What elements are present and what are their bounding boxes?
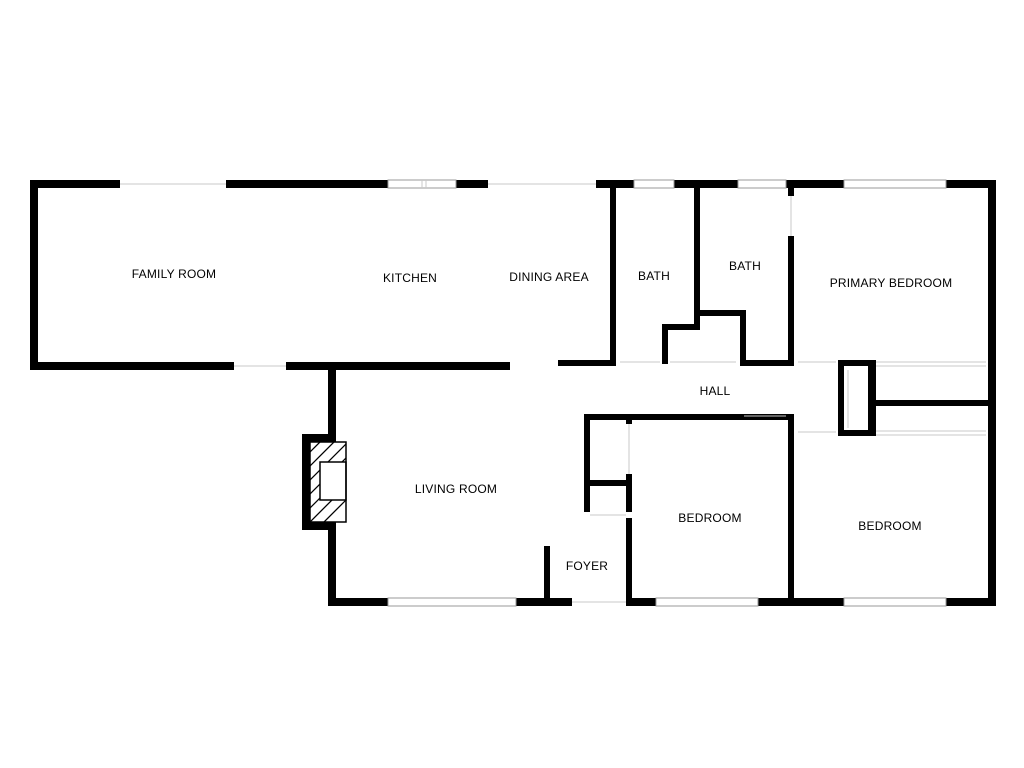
label-living-room: LIVING ROOM	[415, 482, 497, 496]
label-dining-area: DINING AREA	[509, 270, 589, 284]
bath-step-3	[662, 324, 700, 330]
window-living-bottom	[387, 597, 517, 607]
window-bedroom1-bottom	[655, 597, 759, 607]
label-kitchen: KITCHEN	[383, 271, 437, 285]
bedroom1-left-wall	[626, 414, 632, 606]
bath-partition	[694, 184, 700, 314]
window-bedroom2-bottom	[843, 597, 947, 607]
foyer-stub	[544, 546, 550, 606]
closet-wall-2	[838, 360, 844, 436]
label-bath-2: BATH	[729, 259, 761, 273]
label-hall: HALL	[700, 384, 731, 398]
bath-primary-wall	[788, 184, 794, 364]
bath-step-4	[662, 324, 668, 364]
closet-wall-3	[838, 430, 876, 436]
bath-step-1	[694, 310, 746, 316]
room-labels: FAMILY ROOM KITCHEN DINING AREA BATH BAT…	[132, 259, 953, 573]
walls	[30, 180, 996, 606]
dining-bath-wall	[610, 184, 616, 364]
closet-wall-1	[838, 360, 876, 366]
bedroom1-top-wall	[584, 414, 794, 420]
hall-top-wall-left	[558, 360, 616, 366]
closet-wall-4	[868, 360, 876, 436]
label-family-room: FAMILY ROOM	[132, 267, 216, 281]
bedroom-divider-wall	[788, 414, 794, 606]
bath-step-2	[740, 310, 746, 364]
fireplace	[309, 441, 347, 523]
window-bath2-top	[737, 179, 787, 189]
left-wall	[30, 180, 38, 370]
window-bath1-top	[633, 179, 675, 189]
label-bedroom-1: BEDROOM	[678, 511, 741, 525]
right-wall	[988, 180, 996, 606]
linen-closet-shelf	[584, 480, 632, 486]
closet-divider	[868, 400, 992, 406]
label-bedroom-2: BEDROOM	[858, 519, 921, 533]
label-primary-bedroom: PRIMARY BEDROOM	[830, 276, 953, 290]
window-primary-top	[843, 179, 947, 189]
label-bath-1: BATH	[638, 269, 670, 283]
openings	[120, 179, 986, 607]
primary-bottom-wall-left	[740, 360, 794, 366]
bath-step-5	[694, 310, 700, 330]
linen-closet-left	[584, 414, 590, 518]
label-foyer: FOYER	[566, 559, 608, 573]
